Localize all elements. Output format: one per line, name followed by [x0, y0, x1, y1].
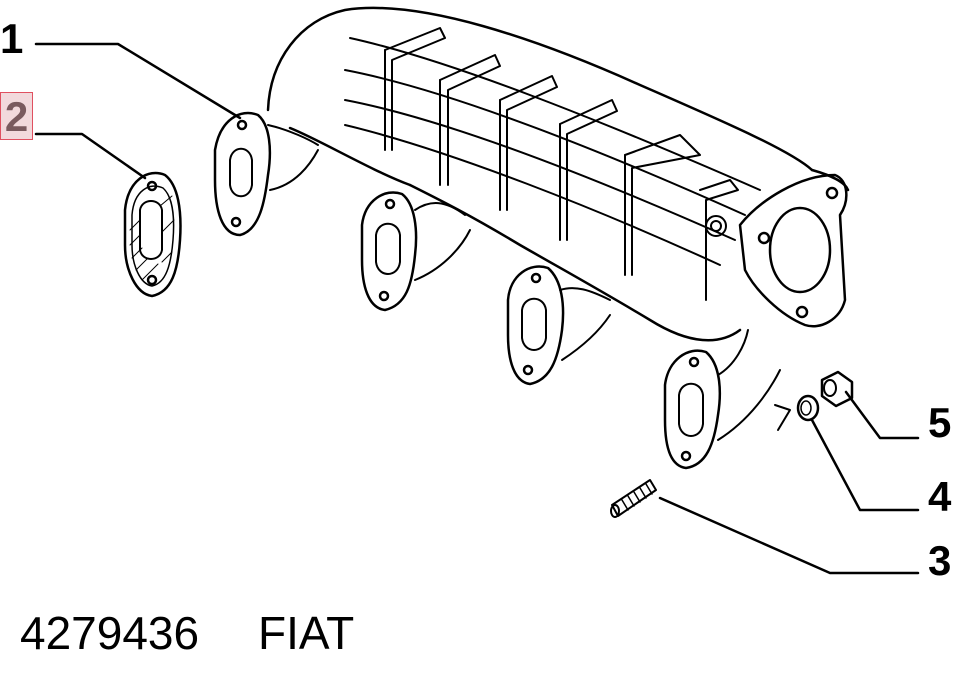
- manifold-body: [266, 6, 850, 342]
- leader-line-1: [34, 42, 242, 120]
- leader-line-2: [34, 132, 147, 180]
- brand-name: FIAT: [258, 607, 355, 659]
- gasket-hatching: [129, 195, 175, 281]
- callout-5: 5: [928, 399, 952, 446]
- callout-4: 4: [928, 473, 952, 520]
- outlet-flange: [738, 173, 848, 328]
- leader-line-3: [658, 496, 920, 575]
- callout-2-highlighted[interactable]: 2: [0, 92, 33, 140]
- leader-line-5: [844, 390, 920, 440]
- gasket-part-2: [123, 171, 182, 298]
- callout-1: 1: [0, 15, 24, 62]
- runner-flange-3: [506, 265, 565, 386]
- runner-flange-2: [360, 191, 418, 312]
- runner-necks: [267, 124, 791, 441]
- nut-part-5: [820, 370, 854, 408]
- stud-part-3: [610, 479, 657, 518]
- leader-line-4: [810, 418, 920, 512]
- leader-lines: [34, 42, 920, 575]
- washer-part-4: [796, 394, 820, 422]
- callout-3: 3: [928, 537, 952, 584]
- runner-flange-1: [213, 111, 272, 237]
- runner-flange-4: [663, 349, 722, 470]
- part-number: 4279436: [20, 607, 200, 659]
